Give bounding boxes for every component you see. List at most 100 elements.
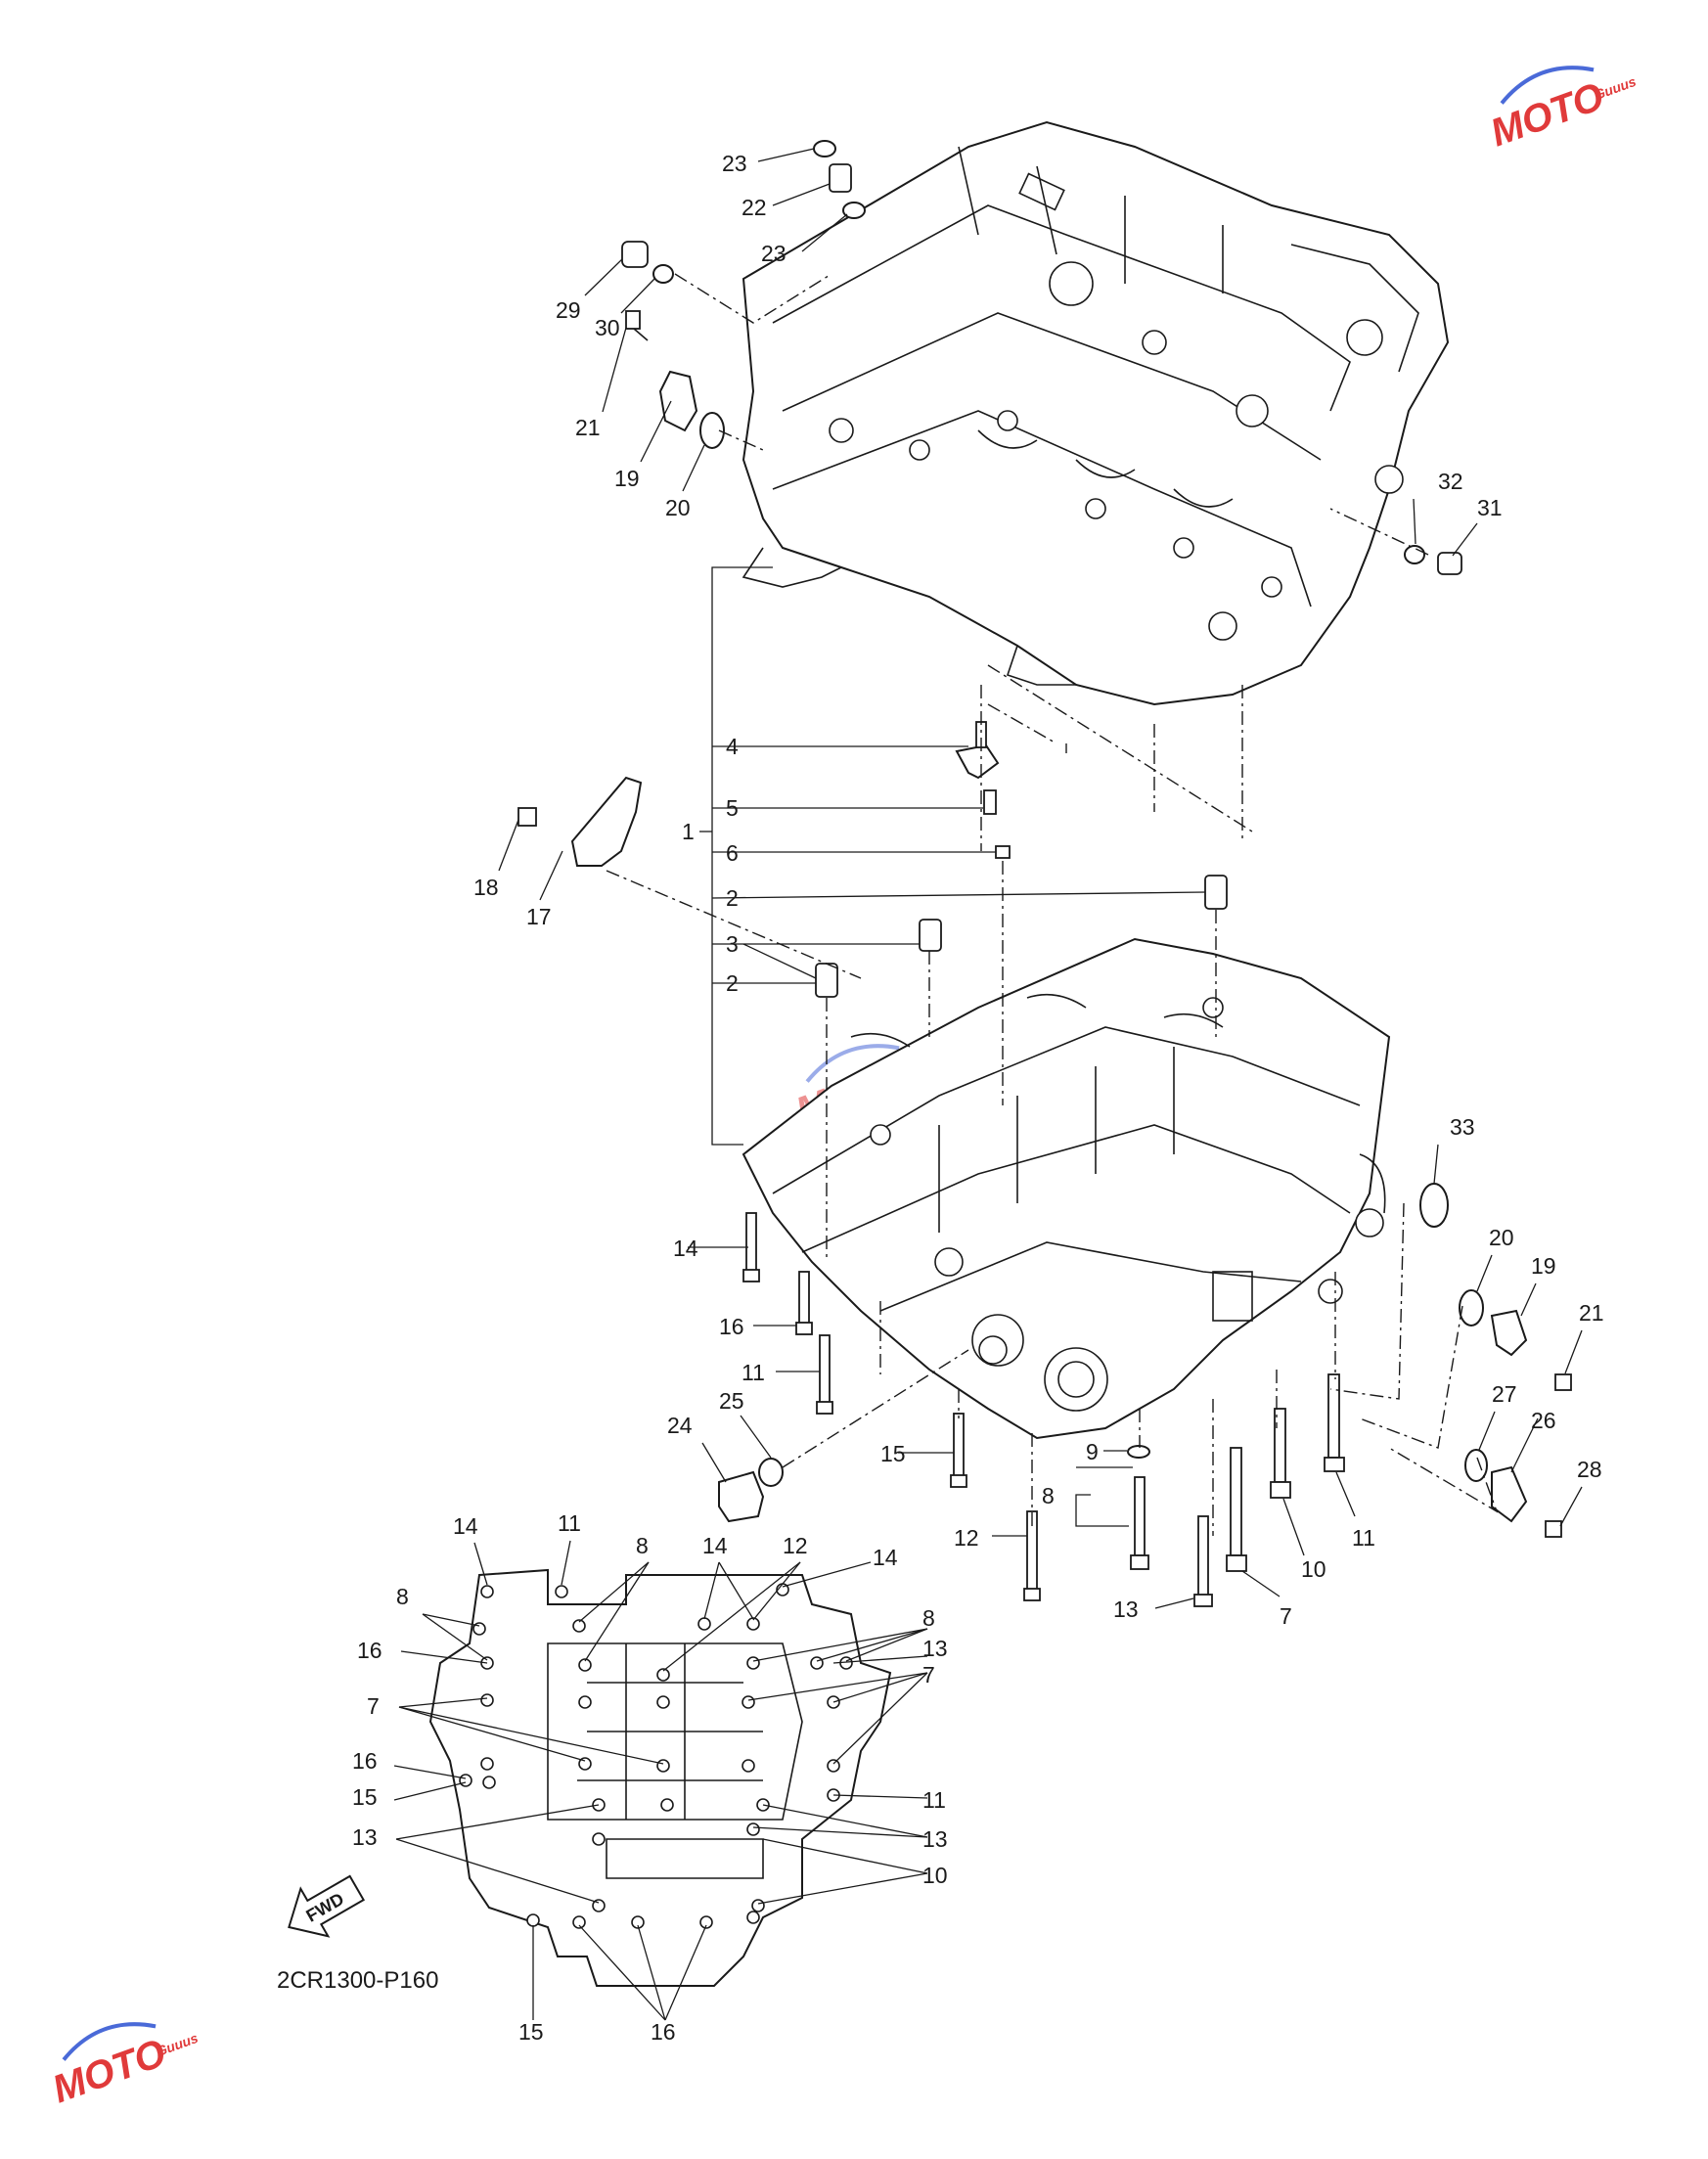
watermark-bottom-left: MOTO Guuus (47, 2022, 201, 2111)
o-ring-icon (1127, 1445, 1150, 1459)
callout-10-bv: 10 (922, 1863, 948, 1888)
bolt-icon (517, 807, 537, 827)
callout-23-mid: 23 (761, 241, 787, 266)
callout-8-mid: 8 (1042, 1483, 1055, 1508)
callout-8-bv-b: 8 (396, 1584, 409, 1609)
callout-7-mid: 7 (1280, 1603, 1292, 1629)
crankcase-bottom-view (428, 1568, 892, 1987)
o-ring-icon (652, 264, 674, 284)
callout-19-top: 19 (614, 466, 640, 491)
watermark-text: MOTO (47, 2031, 171, 2111)
callout-6: 6 (726, 840, 739, 866)
callout-2-upper: 2 (726, 885, 739, 911)
bolt-head-icon (1226, 1554, 1247, 1572)
callout-18: 18 (473, 875, 499, 900)
bottom-view-leaders (393, 1540, 928, 2021)
plug-bolt-icon (829, 163, 852, 193)
drain-plug-icon (718, 1470, 765, 1523)
bolt-icon (1545, 1520, 1562, 1538)
callout-26: 26 (1531, 1408, 1556, 1433)
bolt-head-icon (1193, 1594, 1213, 1607)
bolt-icon (819, 1334, 831, 1405)
callout-11-mid: 11 (1352, 1525, 1375, 1551)
callout-24: 24 (667, 1413, 693, 1438)
callout-22: 22 (742, 195, 767, 220)
bracket-icon (955, 743, 1000, 780)
callout-21-top: 21 (575, 415, 601, 440)
dowel-pin-icon (1204, 875, 1228, 910)
callout-2-lower: 2 (726, 970, 739, 996)
callout-17: 17 (526, 904, 552, 929)
callout-14-bv-a: 14 (453, 1513, 478, 1539)
callout-11-bv-a: 11 (558, 1510, 581, 1536)
callout-16-bv-c: 16 (651, 2019, 676, 2045)
o-ring-icon (758, 1458, 784, 1487)
callout-3: 3 (726, 931, 739, 957)
bolt-icon (798, 1271, 810, 1326)
watermark-top-right: MOTO Guuus (1485, 66, 1639, 155)
o-ring-icon (1459, 1289, 1484, 1327)
bolt-icon (745, 1212, 757, 1273)
callout-32: 32 (1438, 469, 1463, 494)
cover-icon (658, 370, 698, 432)
bolt-icon (625, 310, 641, 330)
watermark-subtext: Guuus (1592, 73, 1638, 103)
o-ring-icon (1404, 545, 1425, 564)
callout-29: 29 (556, 297, 581, 323)
callout-20-right: 20 (1489, 1225, 1514, 1250)
oil-seal-icon (1419, 1183, 1449, 1228)
callout-30: 30 (595, 315, 620, 340)
bolt-head-icon (742, 1269, 760, 1282)
plug-icon (1491, 1465, 1528, 1523)
callout-27: 27 (1492, 1381, 1517, 1407)
bolt-icon (1327, 1373, 1340, 1459)
o-ring-icon (1464, 1449, 1488, 1482)
leader-lines (498, 148, 1583, 1609)
cover-icon (1490, 1309, 1528, 1357)
callout-13-mid: 13 (1113, 1597, 1139, 1622)
lower-crankcase (742, 937, 1391, 1440)
small-parts (517, 140, 1572, 1607)
callout-20-top: 20 (665, 495, 691, 520)
callout-8-bv-a: 8 (636, 1533, 649, 1558)
callout-10-mid: 10 (1301, 1556, 1326, 1582)
o-ring-icon (813, 140, 836, 157)
callout-15-bv-a: 15 (352, 1784, 378, 1810)
callout-8-bv-c: 8 (922, 1605, 935, 1631)
callout-13-bv-c: 13 (922, 1826, 948, 1852)
callout-12-bv: 12 (783, 1533, 808, 1558)
dowel-pin-icon (919, 919, 942, 952)
callout-4: 4 (726, 734, 739, 759)
callout-16-bv-b: 16 (352, 1748, 378, 1774)
callout-15-bv-b: 15 (518, 2019, 544, 2045)
bolt-head-icon (1130, 1554, 1149, 1570)
callout-7-bv-a: 7 (922, 1662, 935, 1687)
bolt-icon (983, 789, 997, 815)
plug-icon (621, 241, 649, 268)
bolt-icon (1197, 1515, 1209, 1597)
callout-14-bv-c: 14 (873, 1545, 898, 1570)
callout-16-left: 16 (719, 1314, 744, 1339)
watermark-subtext: Guuus (154, 2030, 200, 2059)
bolt-head-icon (1023, 1588, 1041, 1601)
callout-9: 9 (1086, 1439, 1099, 1464)
jet-icon (995, 845, 1011, 859)
callout-11-left: 11 (742, 1360, 765, 1385)
o-ring-icon (699, 412, 725, 449)
callout-23-top: 23 (722, 151, 747, 176)
callout-labels: 23 22 23 29 30 21 19 20 32 31 4 5 1 6 2 … (352, 151, 1604, 2045)
bolt-icon (1230, 1447, 1242, 1556)
bolt-icon (953, 1413, 965, 1478)
bolt-icon (1274, 1408, 1286, 1483)
o-ring-icon (842, 202, 866, 219)
callout-31: 31 (1477, 495, 1503, 520)
callout-12-mid: 12 (954, 1525, 979, 1551)
callout-14-bv-b: 14 (702, 1533, 728, 1558)
callout-14-left: 14 (673, 1236, 698, 1261)
watermark-text: MOTO (1485, 74, 1609, 155)
upper-crankcase (742, 120, 1450, 706)
fwd-arrow: FWD (288, 1874, 366, 1938)
dowel-pin-icon (815, 963, 838, 998)
callout-7-bv-b: 7 (367, 1693, 380, 1719)
